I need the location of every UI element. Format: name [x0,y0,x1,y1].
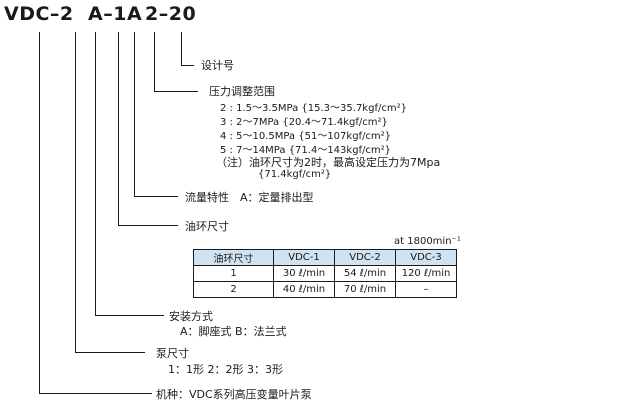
table-cell: – [395,281,457,298]
table-cell: 2 [193,281,274,298]
table-cell: 40 ℓ/min [273,281,335,298]
table-cell: 54 ℓ/min [334,265,396,282]
mounting-method-label: 安装方式 [169,310,213,323]
leader-horizontal-mounting [95,315,164,316]
leader-vertical-flow [134,32,135,197]
pressure-range-title: 压力调整范围 [209,85,275,98]
table-header-cell: VDC-2 [334,249,396,266]
leader-horizontal-flow [134,196,178,197]
table-cell: 1 [193,265,274,282]
leader-vertical-pump-size [75,32,76,353]
flow-characteristic-label: 流量特性 A：定量排出型 [185,191,314,204]
model-code-design: 2–20 [145,3,197,25]
table-cell: 30 ℓ/min [273,265,335,282]
leader-horizontal-pump-size [75,352,145,353]
flow-rate-table: 油环尺寸 VDC-1 VDC-2 VDC-3 1 30 ℓ/min 54 ℓ/m… [193,249,457,298]
table-header-cell: 油环尺寸 [193,249,274,266]
leader-vertical-model-type [39,32,40,394]
leader-vertical-oil-ring [118,32,119,226]
leader-horizontal-pressure [154,91,198,92]
table-cell: 70 ℓ/min [334,281,396,298]
oil-ring-size-label: 油环尺寸 [185,220,229,233]
model-code-prefix: VDC–2 [4,3,74,25]
leader-vertical-mounting [95,32,96,316]
leader-vertical-pressure [154,32,155,92]
leader-vertical-design [181,32,182,66]
table-row: 1 30 ℓ/min 54 ℓ/min 120 ℓ/min [193,265,457,282]
model-code-pressure: A [127,3,143,25]
leader-horizontal-model-type [39,393,152,394]
pressure-item-4: 4 : 5～10.5MPa {51～107kgf/cm²} [220,131,392,142]
table-row: 2 40 ℓ/min 70 ℓ/min – [193,281,457,298]
model-code-oil-ring: A–1 [88,3,127,25]
pump-size-options: 1：1形 2：2形 3：3形 [168,363,283,376]
table-header-cell: VDC-3 [395,249,457,266]
pump-size-label: 泵尺寸 [156,347,189,360]
mounting-options: A：脚座式 B：法兰式 [180,325,287,338]
leader-horizontal-oil-ring [118,225,178,226]
speed-note: at 1800min⁻¹ [394,236,461,247]
model-type-label: 机种：VDC系列高压变量叶片泵 [156,388,312,401]
leader-horizontal-design [181,65,194,66]
pressure-note-unit: {71.4kgf/cm²} [258,169,332,180]
design-number-label: 设计号 [201,59,234,72]
pressure-item-2: 2 : 1.5～3.5MPa {15.3～35.7kgf/cm²} [220,103,407,114]
pressure-note: （注）油环尺寸为2时，最高设定压力为7Mpa [216,156,441,169]
pressure-item-3: 3 : 2～7MPa {20.4～71.4kgf/cm²} [220,117,388,128]
pressure-item-5: 5 : 7～14MPa {71.4～143kgf/cm²} [220,145,392,156]
table-header-cell: VDC-1 [273,249,335,266]
table-header-row: 油环尺寸 VDC-1 VDC-2 VDC-3 [193,249,457,266]
table-cell: 120 ℓ/min [395,265,457,282]
